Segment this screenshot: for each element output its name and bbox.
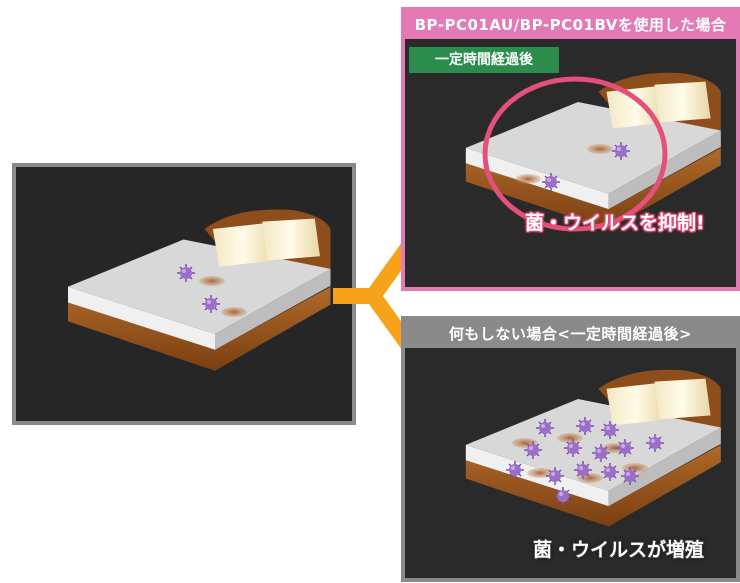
stain-icon	[199, 276, 225, 286]
stain-icon	[587, 144, 613, 154]
panel-initial	[12, 163, 356, 425]
bed-icon	[465, 72, 721, 232]
time-tag: 一定時間経過後	[409, 47, 559, 73]
panel-header: BP-PC01AU/BP-PC01BVを使用した場合	[405, 11, 736, 39]
bed-icon	[68, 209, 331, 371]
suppress-caption: 菌・ウイルスを抑制!	[525, 212, 705, 234]
panel-header: 何もしない場合<一定時間経過後>	[405, 320, 736, 348]
multiply-caption: 菌・ウイルスが増殖	[533, 539, 705, 561]
stain-icon	[221, 307, 247, 317]
stain-icon	[515, 174, 541, 184]
panel-with-product: BP-PC01AU/BP-PC01BVを使用した場合 一定時間経過後 菌・ウイル…	[401, 7, 740, 291]
panel-without-product: 何もしない場合<一定時間経過後> 菌・ウイルスが増殖	[401, 316, 740, 582]
highlight-circle	[482, 76, 668, 232]
